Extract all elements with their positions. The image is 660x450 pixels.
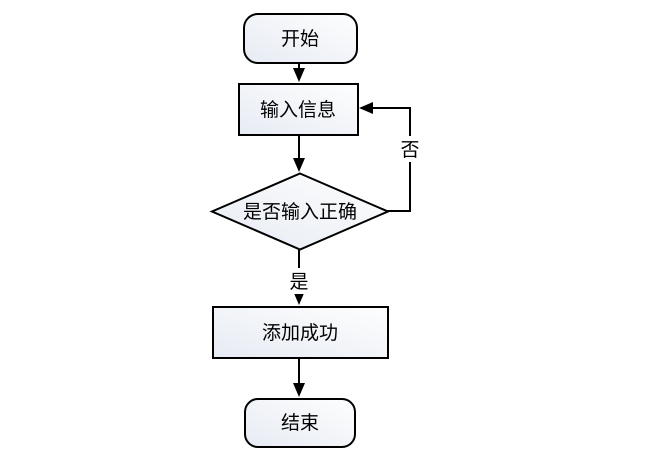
arrowhead-decision-to-input-loop xyxy=(359,102,373,114)
input-process-shape xyxy=(238,83,359,136)
node-success: 添加成功 xyxy=(212,306,389,359)
decision-diamond-shape xyxy=(209,172,391,251)
success-label: 添加成功 xyxy=(262,322,338,344)
start-terminator-shape xyxy=(243,13,358,64)
success-process-shape xyxy=(212,306,389,359)
node-decision: 是否输入正确 xyxy=(209,172,391,251)
start-label: 开始 xyxy=(281,28,319,50)
node-input: 输入信息 xyxy=(238,83,359,136)
no-label-mask xyxy=(401,136,419,162)
edge-label-yes: 是 xyxy=(289,272,308,293)
node-start: 开始 xyxy=(243,13,358,64)
arrowhead-input-to-decision xyxy=(293,158,305,172)
end-terminator-shape xyxy=(244,398,356,448)
arrowhead-start-to-input xyxy=(293,68,305,82)
arrowhead-success-to-end xyxy=(293,383,305,397)
edge-label-no: 否 xyxy=(400,140,419,161)
nodes: 开始 输入信息 是否输入正确 添加成功 结束 xyxy=(209,13,391,448)
decision-label: 是否输入正确 xyxy=(243,201,357,223)
yes-label-mask xyxy=(290,268,308,294)
arrowhead-decision-to-success xyxy=(293,291,305,305)
node-end: 结束 xyxy=(244,398,356,448)
input-label: 输入信息 xyxy=(260,99,336,121)
end-label: 结束 xyxy=(281,412,319,434)
edge-labels: 是 否 xyxy=(289,136,420,294)
